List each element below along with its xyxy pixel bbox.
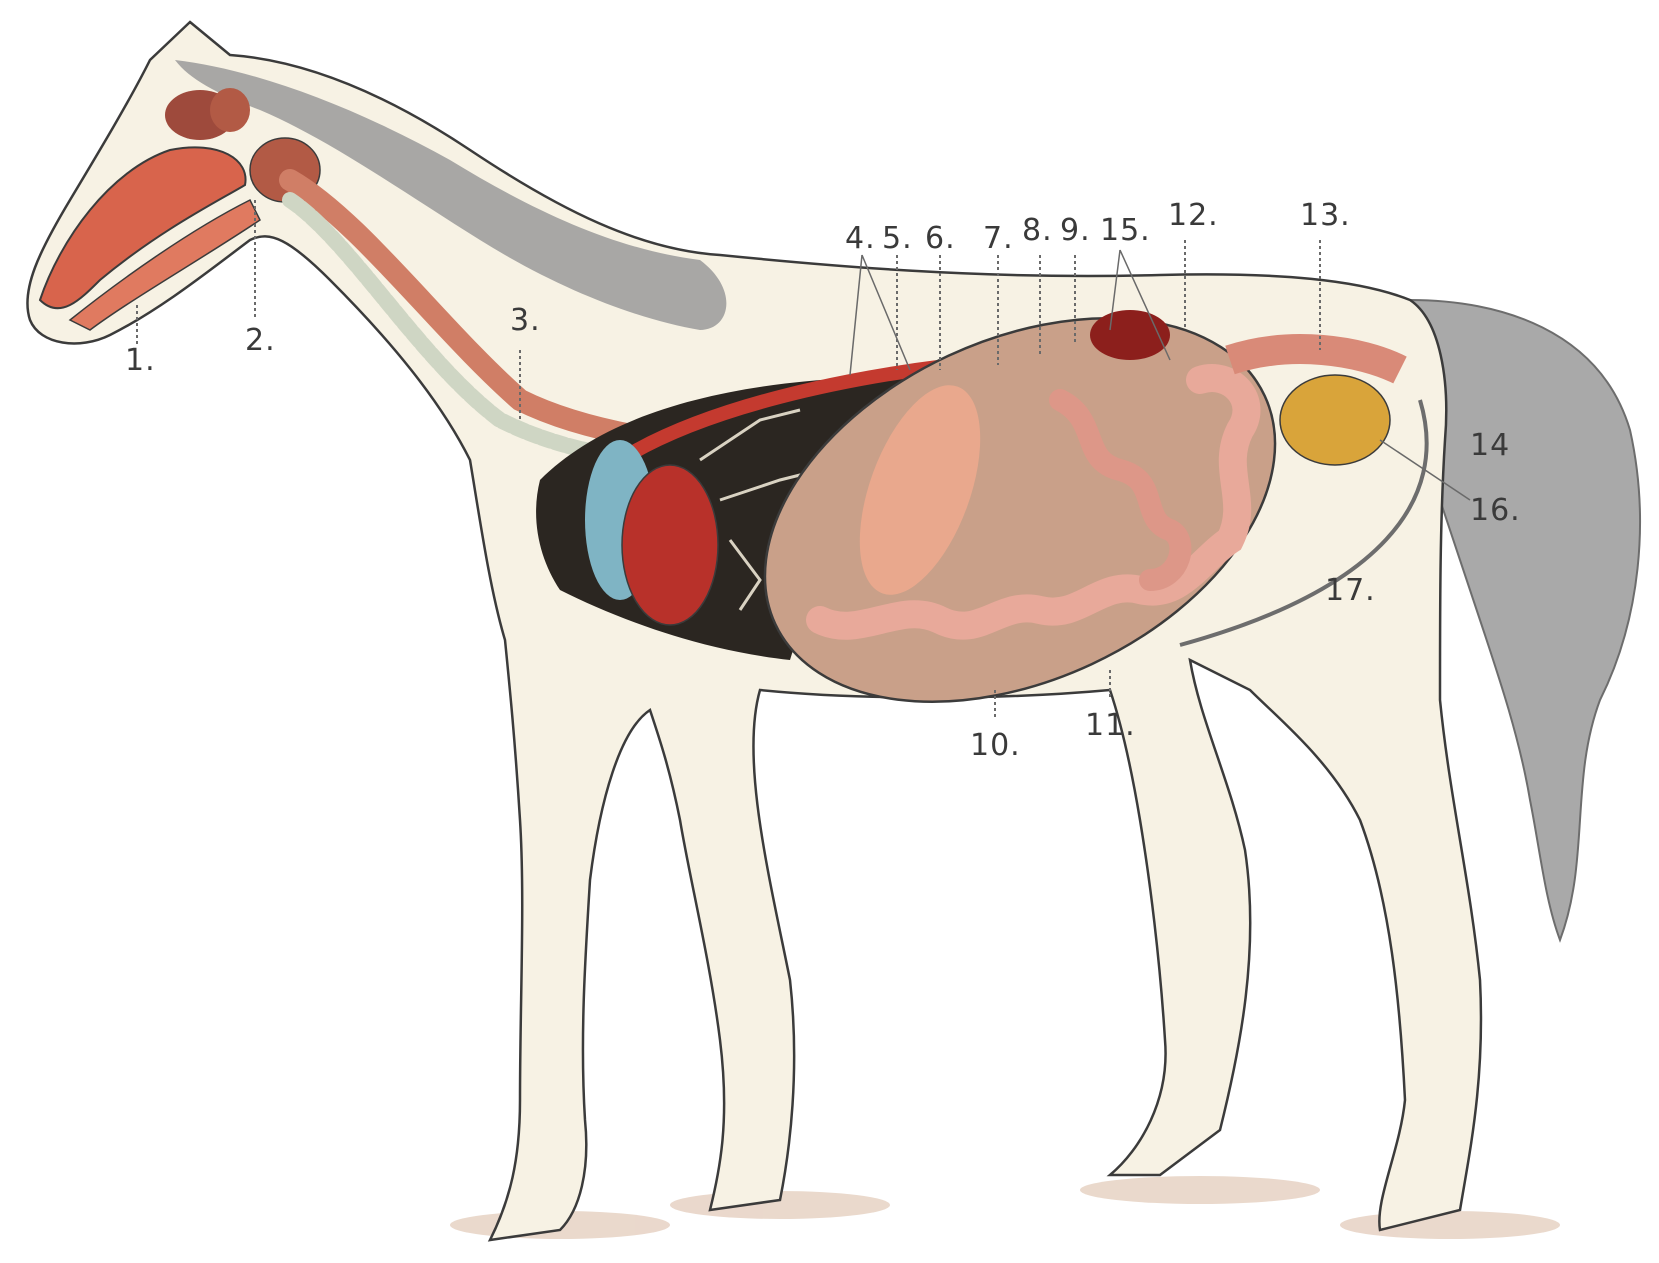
label-14: 14: [1470, 428, 1510, 463]
label-2: 2.: [245, 323, 276, 358]
label-9: 9.: [1060, 213, 1091, 248]
label-10: 10.: [970, 728, 1021, 763]
heart: [622, 465, 718, 625]
label-3: 3.: [510, 303, 541, 338]
bladder: [1280, 375, 1390, 465]
label-11: 11.: [1085, 708, 1136, 743]
label-17: 17.: [1325, 573, 1376, 608]
label-15: 15.: [1100, 213, 1151, 248]
label-16: 16.: [1470, 493, 1521, 528]
label-8: 8.: [1022, 213, 1053, 248]
label-7: 7.: [983, 221, 1014, 256]
label-4: 4.: [845, 221, 876, 256]
label-5: 5.: [882, 221, 913, 256]
label-6: 6.: [925, 221, 956, 256]
label-13: 13.: [1300, 198, 1351, 233]
label-1: 1.: [125, 343, 156, 378]
label-12: 12.: [1168, 198, 1219, 233]
